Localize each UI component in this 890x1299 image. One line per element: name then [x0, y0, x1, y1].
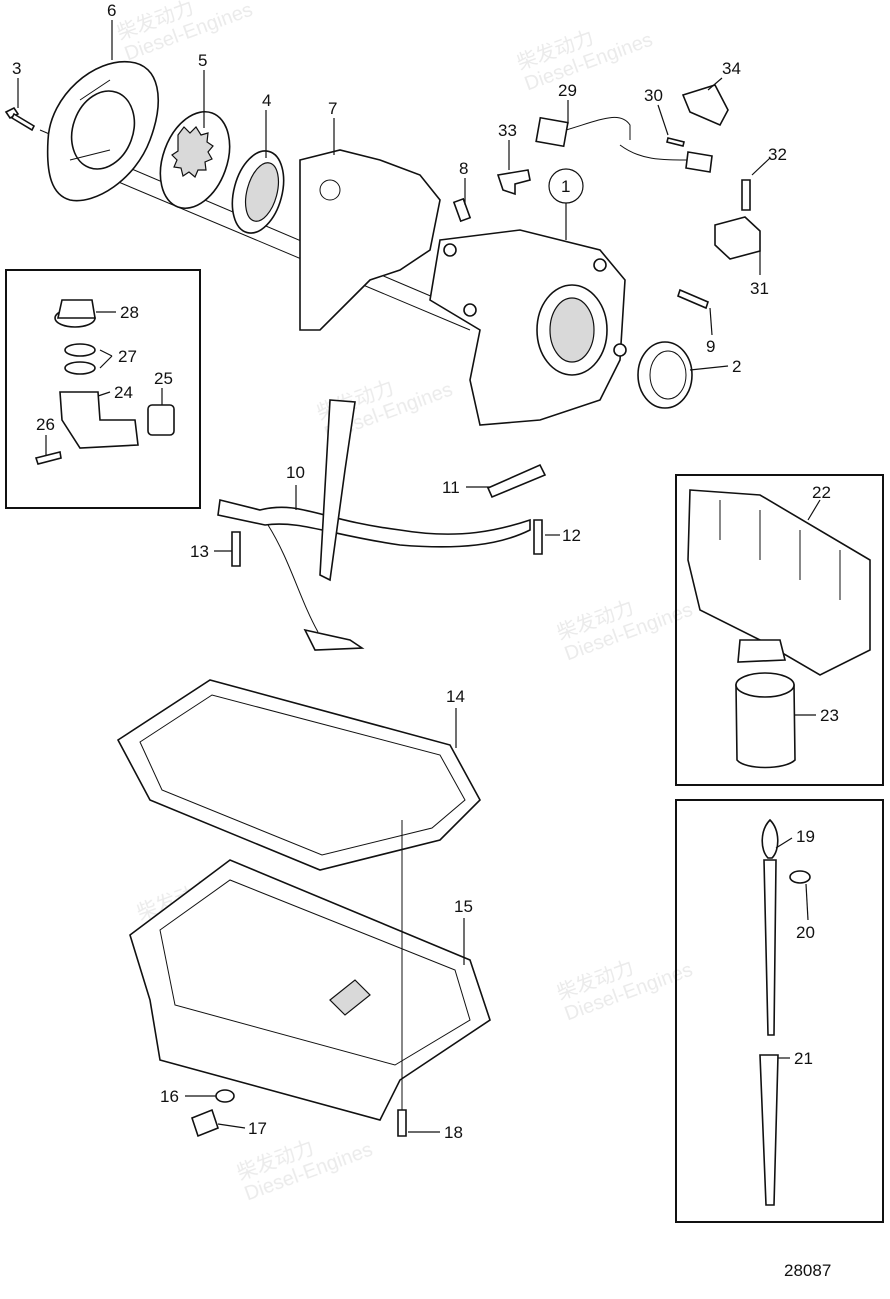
- part-gear-4: [231, 150, 285, 234]
- callout-21: 21: [794, 1049, 813, 1068]
- part-oil-pan-gasket-14: [116, 679, 481, 871]
- callout-31: 31: [750, 279, 769, 298]
- callout-34: 34: [722, 59, 741, 78]
- part-oil-pump-housing-1: [429, 229, 627, 426]
- callout-3: 3: [12, 59, 21, 78]
- part-o-ring-27a: [64, 343, 96, 357]
- callout-22: 22: [812, 483, 831, 502]
- callout-2: 2: [732, 357, 741, 376]
- part-drain-plug-17: [191, 1108, 219, 1138]
- part-o-ring-20: [789, 870, 811, 884]
- callout-12: 12: [562, 526, 581, 545]
- part-screw-3: [4, 106, 36, 132]
- callout-leaders: [17, 20, 821, 1133]
- drawing-number: 28087: [784, 1261, 831, 1280]
- part-cap-28: [54, 299, 96, 328]
- part-pickup-tube-10: [217, 399, 531, 651]
- callout-26: 26: [36, 415, 55, 434]
- callout-labels: 1 2 3 4 5 6 7 8 9 10 11 12 13 14 15 16 1…: [12, 1, 839, 1142]
- part-dipstick-19: [761, 818, 779, 1036]
- callout-1: 1: [561, 177, 570, 196]
- callout-29: 29: [558, 81, 577, 100]
- part-gasket-5: [159, 110, 231, 210]
- callout-20: 20: [796, 923, 815, 942]
- callout-8: 8: [459, 159, 468, 178]
- part-axis-line-2: [89, 169, 471, 331]
- part-screw-12: [533, 519, 543, 555]
- part-guide-tube-21: [759, 1054, 779, 1206]
- part-oil-pan-15: [129, 859, 491, 1121]
- part-screw-26: [34, 451, 62, 465]
- callout-19: 19: [796, 827, 815, 846]
- callout-14: 14: [446, 687, 465, 706]
- callout-27: 27: [118, 347, 137, 366]
- callout-5: 5: [198, 51, 207, 70]
- callout-18: 18: [444, 1123, 463, 1142]
- callout-17: 17: [248, 1119, 267, 1138]
- callout-10: 10: [286, 463, 305, 482]
- callout-9: 9: [706, 337, 715, 356]
- callout-6: 6: [107, 1, 116, 20]
- part-block-31: [714, 216, 761, 260]
- part-filler-tube-24: [59, 391, 139, 449]
- callout-30: 30: [644, 86, 663, 105]
- callout-16: 16: [160, 1087, 179, 1106]
- callout-23: 23: [820, 706, 839, 725]
- callout-13: 13: [190, 542, 209, 561]
- part-sensor-29: [535, 116, 631, 148]
- callout-25: 25: [154, 369, 173, 388]
- inset-frame-oil-cooler: [675, 474, 884, 786]
- part-gasket-25: [147, 404, 175, 436]
- inset-frame-dipstick: [675, 799, 884, 1223]
- part-screw-18: [397, 1109, 407, 1137]
- part-flange-plate-6: [46, 61, 159, 202]
- callout-7: 7: [328, 99, 337, 118]
- inset-frame-oil-filler: [5, 269, 201, 509]
- part-screw-32: [741, 179, 751, 211]
- callout-11: 11: [442, 478, 460, 497]
- callout-33: 33: [498, 121, 517, 140]
- callout-15: 15: [454, 897, 473, 916]
- part-o-ring-27b: [64, 361, 96, 375]
- part-screw-13: [231, 531, 241, 567]
- part-oil-cooler-22: [687, 489, 871, 676]
- callout-28: 28: [120, 303, 139, 322]
- callout-32: 32: [768, 145, 787, 164]
- callout-24: 24: [114, 383, 133, 402]
- part-seal-2: [637, 341, 693, 409]
- part-bracket-33: [496, 169, 531, 196]
- callout-4: 4: [262, 91, 271, 110]
- part-sensor-30: [619, 137, 713, 173]
- part-connector-34: [681, 84, 729, 127]
- part-washer-16: [215, 1089, 235, 1103]
- part-oil-filter-23: [735, 672, 796, 769]
- part-screw-9: [677, 288, 709, 310]
- part-pin-8: [452, 197, 472, 223]
- part-gasket-11: [486, 463, 547, 499]
- part-cover-gasket-7: [299, 149, 441, 331]
